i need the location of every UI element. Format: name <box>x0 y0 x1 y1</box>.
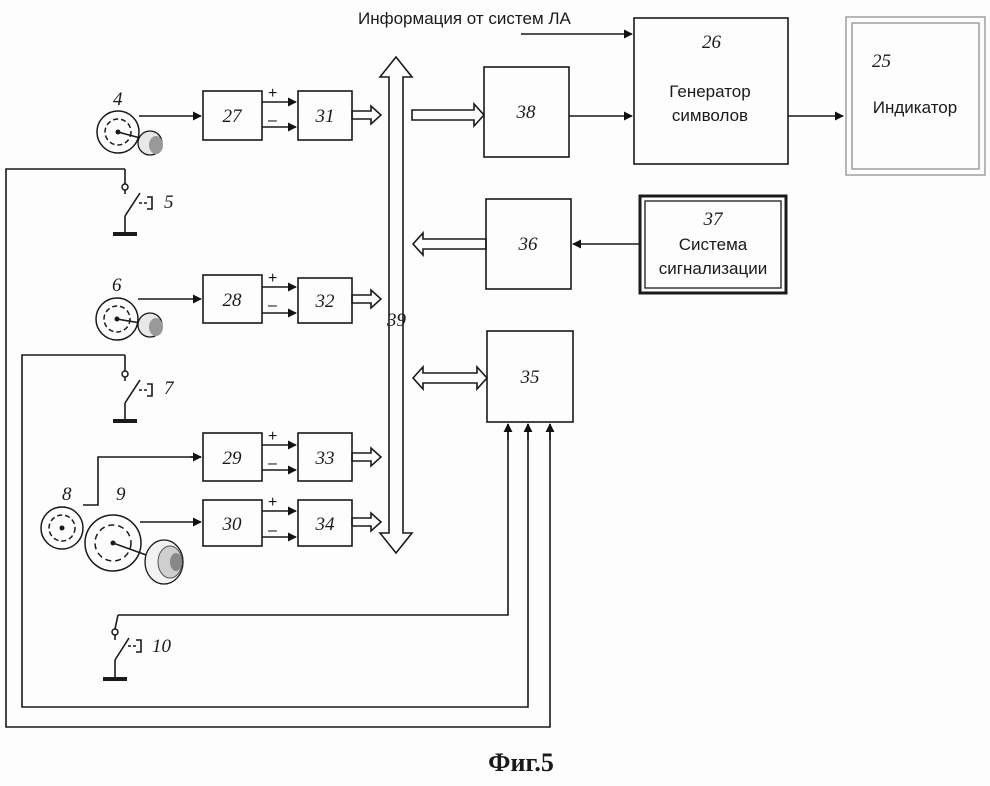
wire-8-to-29 <box>83 457 201 505</box>
sensor-9: 9 <box>85 484 183 584</box>
block-29-number: 29 <box>223 448 243 469</box>
block-38: 38 <box>484 67 569 157</box>
hollow-arrow-31-to-bus <box>352 106 381 124</box>
block-30: 30 <box>203 500 262 546</box>
block-34: 34 <box>298 500 352 546</box>
hollow-arrow-34-to-bus <box>352 513 381 531</box>
plus-sign: + <box>268 428 277 445</box>
sensor-6: 6 <box>96 275 163 340</box>
block-35: 35 <box>487 331 573 422</box>
block-37-alarm-system: 37 Система сигнализации <box>640 196 786 293</box>
switch-10: 10 <box>103 629 172 679</box>
sensor-6-label: 6 <box>112 275 122 296</box>
switch-7-label: 7 <box>164 378 175 399</box>
block-32-number: 32 <box>315 291 336 312</box>
block-31-number: 31 <box>315 106 335 127</box>
hollow-arrow-bus-35 <box>413 367 487 389</box>
plus-sign: + <box>268 494 277 511</box>
plus-sign: + <box>268 85 277 102</box>
block-34-number: 34 <box>315 514 336 535</box>
block-26-line1: Генератор <box>669 82 750 101</box>
minus-sign: – <box>268 112 277 129</box>
block-27-number: 27 <box>223 106 244 127</box>
bus-39: 39 <box>380 57 412 553</box>
sensor-8: 8 <box>41 484 83 549</box>
bus-39-label: 39 <box>386 310 407 331</box>
block-38-number: 38 <box>516 102 537 123</box>
sensor-8-label: 8 <box>62 484 72 505</box>
block-33-number: 33 <box>315 448 335 469</box>
plus-sign: + <box>268 270 277 287</box>
switch-5-label: 5 <box>164 192 174 213</box>
sensor-4-label: 4 <box>113 89 123 110</box>
block-37-line2: сигнализации <box>659 259 767 278</box>
block-36: 36 <box>486 199 571 289</box>
block-36-number: 36 <box>518 234 539 255</box>
block-33: 33 <box>298 433 352 481</box>
block-27: 27 <box>203 91 262 140</box>
input-info-label: Информация от систем ЛА <box>358 9 572 28</box>
hollow-arrow-32-to-bus <box>352 290 381 308</box>
block-26-symbol-generator: 26 Генератор символов <box>634 18 788 164</box>
wire-switch-5-to-35 <box>6 169 550 727</box>
block-28: 28 <box>203 275 262 323</box>
block-31: 31 <box>298 91 352 140</box>
block-30-number: 30 <box>222 514 243 535</box>
hollow-arrow-36-to-bus <box>413 233 486 255</box>
minus-sign: – <box>268 455 277 472</box>
minus-sign: – <box>268 522 277 539</box>
block-35-number: 35 <box>520 367 540 388</box>
sensor-9-label: 9 <box>116 484 126 505</box>
block-25-indicator: 25 Индикатор <box>846 17 985 175</box>
block-32: 32 <box>298 278 352 323</box>
hollow-arrow-bus-to-38 <box>412 104 484 126</box>
minus-sign: – <box>268 297 277 314</box>
figure-caption: Фиг.5 <box>488 748 554 777</box>
switch-5: 5 <box>113 184 174 234</box>
block-26-line2: символов <box>672 106 748 125</box>
block-29: 29 <box>203 433 262 481</box>
block-37-number: 37 <box>703 209 725 230</box>
block-25-label: Индикатор <box>873 98 957 117</box>
hollow-arrow-33-to-bus <box>352 448 381 466</box>
switch-10-label: 10 <box>152 636 172 657</box>
block-28-number: 28 <box>223 290 243 311</box>
block-26-number: 26 <box>702 32 722 53</box>
block-37-line1: Система <box>679 235 748 254</box>
block-25-number: 25 <box>872 51 891 72</box>
switch-7: 7 <box>113 371 175 421</box>
sensor-4: 4 <box>97 89 163 155</box>
